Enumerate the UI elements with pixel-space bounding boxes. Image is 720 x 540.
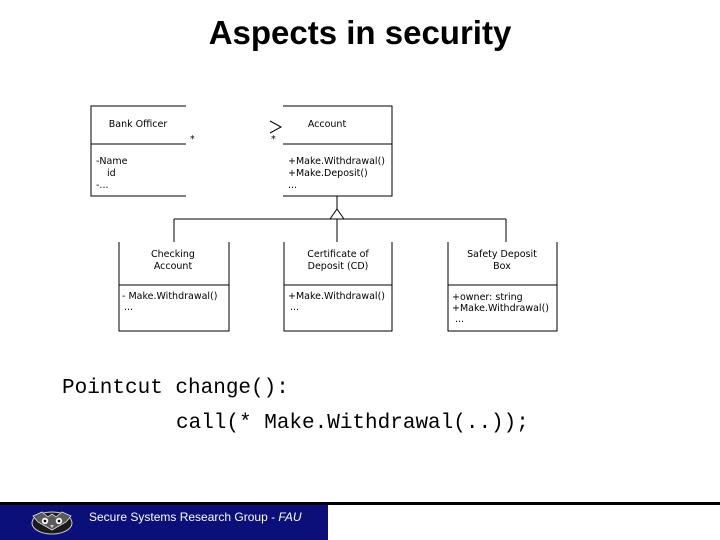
navigability-arrow [269, 120, 283, 134]
footer-separator: - [267, 510, 279, 524]
bank-officer-attr: -... [96, 180, 109, 191]
checking-name: Account [154, 261, 193, 272]
cd-name: Deposit (CD) [308, 261, 369, 272]
footer-org: FAU [278, 510, 302, 524]
safety-name: Box [493, 261, 511, 272]
account-method: +Make.Deposit() [288, 168, 368, 179]
class-bank-officer [90, 105, 186, 197]
multiplicity-left: * [190, 134, 195, 145]
pointcut-line-2: call(* Make.Withdrawal(..)); [176, 412, 529, 435]
bank-officer-name: Bank Officer [109, 119, 168, 130]
footer-divider [0, 502, 720, 505]
account-name: Account [308, 119, 347, 130]
bank-officer-attr: id [107, 168, 116, 179]
footer-right [328, 505, 720, 540]
pointcut-line-1: Pointcut change(): [62, 377, 289, 400]
cd-method: ... [290, 302, 299, 313]
safety-member: +Make.Withdrawal() [452, 303, 549, 314]
bank-officer-attr: -Name [96, 156, 128, 167]
checking-method: ... [124, 302, 133, 313]
class-safety-deposit-box [447, 242, 558, 332]
account-method: ... [288, 180, 297, 191]
multiplicity-right: * [271, 134, 276, 145]
slide-title: Aspects in security [208, 14, 512, 51]
class-certificate-of-deposit [283, 242, 393, 332]
safety-member: +owner: string [452, 292, 523, 303]
account-method: +Make.Withdrawal() [288, 156, 385, 167]
cd-method: +Make.Withdrawal() [288, 291, 385, 302]
footer-group: Secure Systems Research Group [89, 510, 268, 524]
ssrg-owl-logo-icon [31, 511, 73, 535]
footer-caption: Secure Systems Research Group - FAU [89, 510, 302, 524]
checking-name: Checking [151, 249, 195, 260]
checking-method: - Make.Withdrawal() [122, 291, 217, 302]
cd-name: Certificate of [307, 249, 369, 260]
class-checking-account [118, 242, 230, 332]
safety-name: Safety Deposit [467, 249, 537, 260]
generalization-triangle [329, 208, 345, 220]
safety-member: ... [455, 314, 464, 325]
